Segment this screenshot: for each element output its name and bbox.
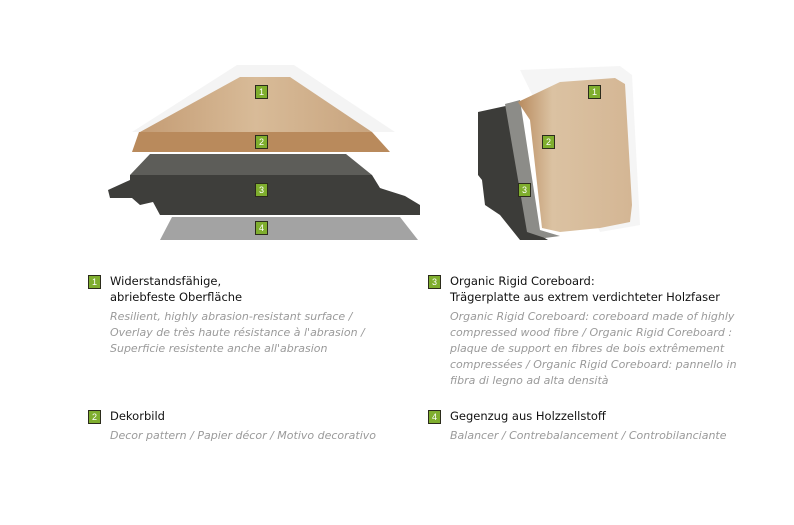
marker-2-right: 2 [542, 135, 555, 149]
legend-title: Widerstandsfähige, abriebfeste Oberfläch… [110, 273, 242, 305]
layer-illustration [108, 65, 640, 240]
marker-4-left: 4 [255, 221, 268, 235]
marker-1-right: 1 [588, 85, 601, 99]
skirting-gray-layer [505, 100, 560, 238]
marker-3-right: 3 [518, 183, 531, 197]
legend-description: Decor pattern / Papier décor / Motivo de… [110, 429, 377, 442]
desc-line: Organic Rigid Coreboard: coreboard made … [450, 310, 735, 323]
desc-line: compressées / Organic Rigid Coreboard: p… [450, 358, 737, 371]
legend-description: Organic Rigid Coreboard: coreboard made … [450, 309, 737, 389]
balancer-layer [160, 217, 418, 240]
legend-marker: 2 [88, 410, 101, 424]
legend-marker: 1 [88, 275, 101, 289]
legend-description: Balancer / Contrebalancement / Controbil… [450, 429, 727, 442]
title-line: Organic Rigid Coreboard: [450, 274, 595, 288]
desc-line: Overlay de très haute résistance à l'abr… [110, 326, 365, 339]
marker-2-left: 2 [255, 135, 268, 149]
core-top [130, 154, 372, 175]
title-line: Trägerplatte aus extrem verdichteter Hol… [450, 290, 720, 304]
marker-3-left: 3 [255, 183, 268, 197]
legend-description: Resilient, highly abrasion-resistant sur… [110, 309, 365, 357]
desc-line: fibra di legno ad alta densità [450, 374, 609, 387]
desc-line: Superficie resistente anche all'abrasion [110, 342, 328, 355]
desc-line: plaque de support en fibres de bois extr… [450, 342, 725, 355]
legend-title: Dekorbild [110, 409, 165, 423]
marker-1-left: 1 [255, 85, 268, 99]
legend-title: Gegenzug aus Holzzellstoff [450, 409, 606, 423]
legend-title: Organic Rigid Coreboard: Trägerplatte au… [450, 273, 720, 305]
desc-line: Resilient, highly abrasion-resistant sur… [110, 310, 353, 323]
title-line: Widerstandsfähige, [110, 274, 222, 288]
title-line: abriebfeste Oberfläche [110, 290, 243, 304]
wood-decor-layer [140, 77, 372, 132]
desc-line: compressed wood fibre / Organic Rigid Co… [450, 326, 733, 339]
legend-marker: 3 [428, 275, 441, 289]
legend-marker: 4 [428, 410, 441, 424]
skirting-wood [518, 78, 632, 232]
